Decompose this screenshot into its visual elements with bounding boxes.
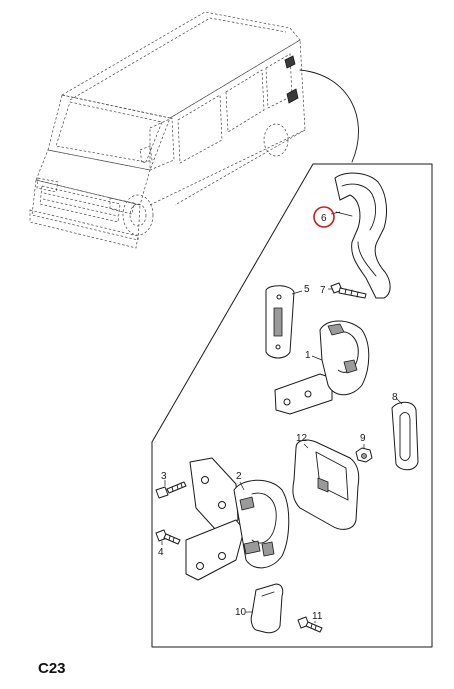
callout-6-highlight-ring — [313, 206, 335, 228]
callout-labels: 6 7 5 1 8 12 9 3 2 4 10 11 — [158, 206, 398, 622]
detail-connector-line — [299, 69, 359, 163]
callout-1: 1 — [305, 350, 311, 361]
part-8-handle-cover — [391, 401, 419, 471]
part-6-hinge-cover — [334, 172, 391, 299]
leader-lines — [161, 211, 403, 623]
part-12-housing — [292, 439, 360, 530]
callout-5: 5 — [304, 284, 310, 295]
part-1-hinge-upper — [274, 320, 370, 415]
part-7-bolt — [330, 282, 367, 299]
callout-7: 7 — [320, 285, 326, 296]
callout-11: 11 — [312, 611, 323, 622]
van-illustration — [29, 11, 306, 249]
callout-10: 10 — [235, 607, 247, 618]
part-10-cap — [250, 583, 284, 634]
callout-4: 4 — [158, 547, 164, 558]
callout-6: 6 — [321, 213, 327, 224]
callout-3: 3 — [161, 471, 167, 482]
part-4-bolt — [155, 529, 181, 545]
page-code: C23 — [38, 660, 66, 677]
callout-8: 8 — [392, 392, 398, 403]
part-2-hinge-lower — [185, 457, 290, 581]
callout-12: 12 — [296, 433, 308, 444]
part-9-nut — [355, 447, 373, 463]
callout-9: 9 — [360, 433, 366, 444]
part-3-bolt — [155, 481, 187, 499]
callout-2: 2 — [236, 471, 242, 482]
part-5-gasket — [265, 285, 295, 359]
part-11-bolt — [297, 616, 323, 633]
detail-frame — [151, 163, 433, 648]
